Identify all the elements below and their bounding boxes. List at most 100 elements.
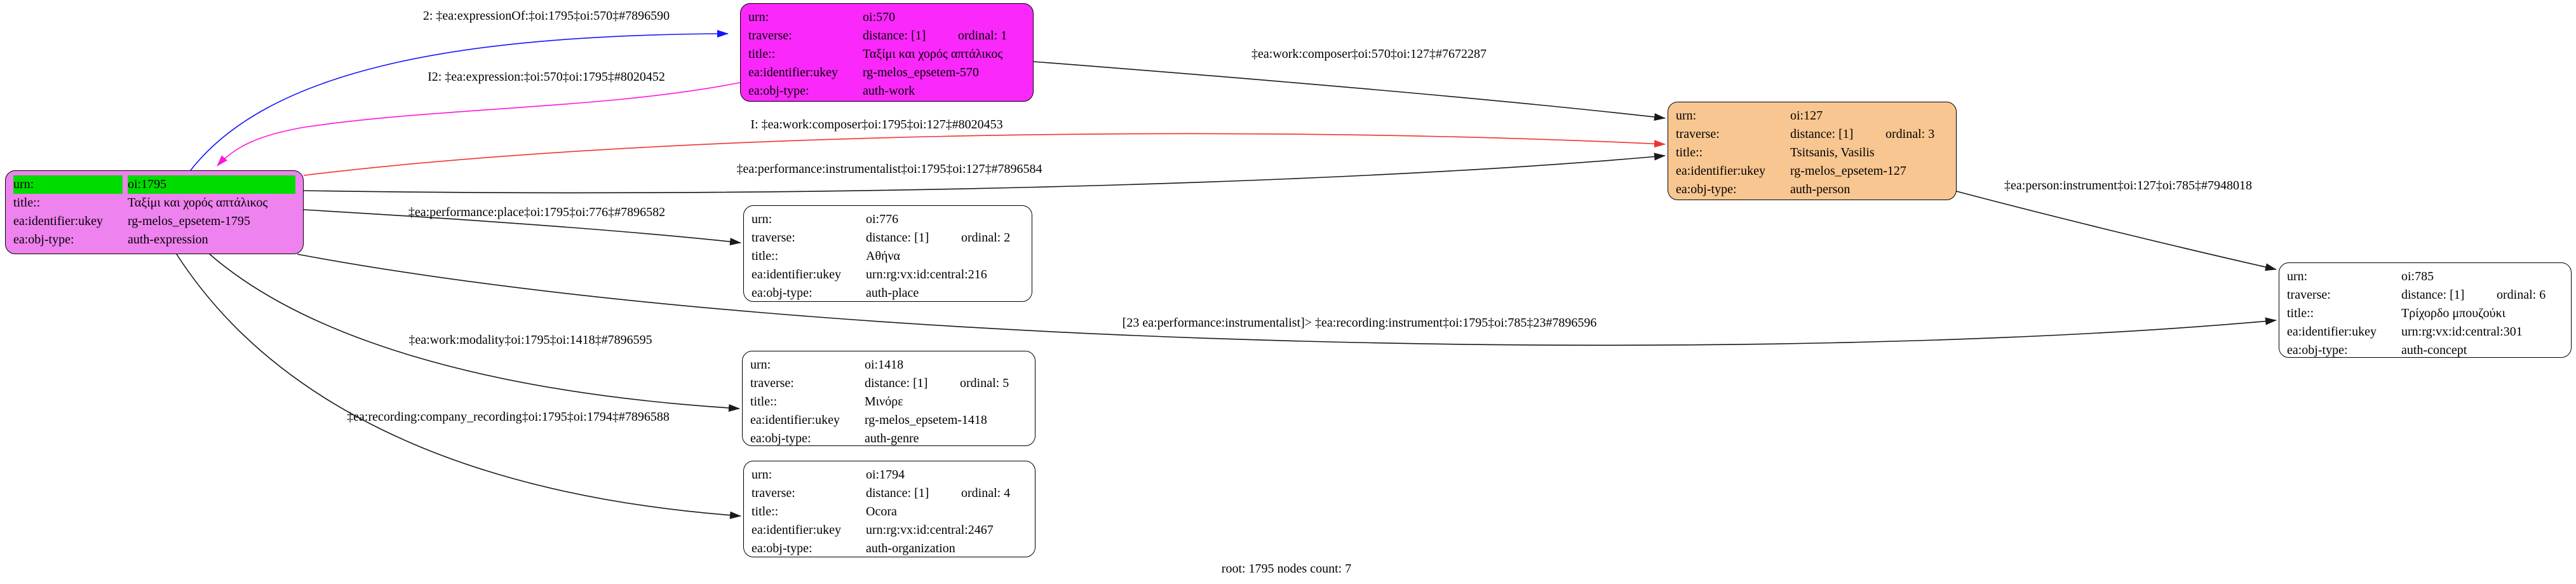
field-key: traverse:: [2287, 288, 2331, 302]
field-value: oi:1794: [866, 468, 905, 482]
field-value: auth-genre: [865, 431, 919, 445]
edge-perf-instrumentalist: [303, 153, 1666, 194]
field-key: ea:obj-type:: [748, 84, 809, 98]
field-key: ea:identifier:ukey: [2287, 325, 2377, 339]
traverse-distance: distance: [1]: [863, 29, 926, 43]
field-key: ea:obj-type:: [13, 233, 74, 247]
field-value: distance: [1] ordinal: 6: [2401, 286, 2563, 304]
field-value: distance: [1] ordinal: 4: [866, 484, 1027, 503]
edge-expression-of: [190, 30, 729, 171]
edge-person-instrument: [1953, 190, 2277, 271]
field-key: ea:identifier:ukey: [748, 65, 839, 79]
edge-label-company-recording: ‡ea:recording:company_recording‡oi:1795‡…: [347, 410, 670, 424]
traverse-ordinal: ordinal: 1: [958, 29, 1008, 43]
edge-label-expression-of: 2: ‡ea:expressionOf:‡oi:1795‡oi:570‡#789…: [422, 9, 670, 23]
traverse-ordinal: ordinal: 3: [1885, 127, 1935, 141]
field-value: urn:rg:vx:id:central:216: [866, 268, 987, 282]
traverse-distance: distance: [1]: [866, 231, 929, 245]
edge-work-composer: [1033, 61, 1666, 121]
field-key: ea:obj-type:: [752, 541, 813, 555]
node-oi-785[interactable]: urn: oi:785 traverse: distance: [1] ordinal:…: [2279, 262, 2572, 358]
edge-label-work-composer-inv: I: ‡ea:work:composer‡oi:1795‡oi:127‡#802…: [750, 118, 1003, 132]
field-value: rg-melos_epsetem-1418: [865, 413, 987, 427]
field-value: auth-person: [1790, 182, 1851, 196]
node-fields: urn: oi:570 traverse: distance: [1] ordinal:…: [748, 8, 1025, 100]
field-value: urn:rg:vx:id:central:2467: [866, 523, 994, 537]
field-value: auth-concept: [2401, 343, 2467, 357]
edge-work-composer-inv: [303, 133, 1666, 176]
field-key: title::: [1676, 146, 1703, 160]
edge-label-perf-instrumentalist: ‡ea:performance:instrumentalist‡oi:1795‡…: [736, 162, 1042, 176]
field-value: auth-work: [863, 84, 915, 98]
field-key: traverse:: [748, 29, 792, 43]
field-key: title::: [752, 249, 779, 263]
edge-label-work-modality: ‡ea:work:modality‡oi:1795‡oi:1418‡#78965…: [408, 333, 652, 347]
field-key: ea:obj-type:: [750, 431, 811, 445]
field-key: ea:obj-type:: [2287, 343, 2348, 357]
field-key: title::: [750, 395, 778, 409]
field-key: traverse:: [752, 231, 795, 245]
field-key: traverse:: [750, 376, 794, 390]
field-key: ea:obj-type:: [1676, 182, 1737, 196]
field-value: distance: [1] ordinal: 3: [1790, 125, 1948, 144]
traverse-distance: distance: [1]: [865, 376, 928, 390]
field-value: auth-expression: [128, 233, 208, 247]
field-key: title::: [748, 47, 776, 61]
edge-label-expression: I2: ‡ea:expression:‡oi:570‡oi:1795‡#8020…: [428, 70, 665, 84]
field-value: auth-organization: [866, 541, 955, 555]
traverse-ordinal: ordinal: 6: [2497, 288, 2546, 302]
field-key: urn:: [13, 175, 123, 194]
field-value: oi:570: [863, 10, 896, 24]
traverse-ordinal: ordinal: 2: [961, 231, 1011, 245]
field-value: Αθήνα: [866, 249, 901, 263]
field-key: ea:identifier:ukey: [752, 523, 842, 537]
field-value: rg-melos_epsetem-127: [1790, 164, 1906, 178]
field-key: ea:identifier:ukey: [750, 413, 840, 427]
field-value: Μινόρε: [865, 395, 903, 409]
edge-label-perf-place: ‡ea:performance:place‡oi:1795‡oi:776‡#78…: [408, 205, 666, 219]
field-value: oi:776: [866, 212, 899, 226]
node-fields: urn: oi:127 traverse: distance: [1] ordinal:…: [1676, 107, 1948, 199]
traverse-ordinal: ordinal: 4: [961, 486, 1011, 500]
field-value: oi:1795: [128, 175, 295, 194]
field-value: Ocora: [866, 505, 897, 519]
graph-footer: root: 1795 nodes count: 7: [1221, 562, 1352, 576]
field-value: Ταξίμι και χορός απτάλικος: [128, 196, 268, 210]
edge-label-work-composer: ‡ea:work:composer‡oi:570‡oi:127‡#7672287: [1251, 47, 1487, 61]
field-key: ea:obj-type:: [752, 286, 813, 300]
edge-company-recording: [176, 254, 741, 519]
field-key: urn:: [2287, 269, 2308, 283]
field-value: distance: [1] ordinal: 2: [866, 229, 1024, 247]
edge-work-modality: [209, 254, 740, 412]
field-key: traverse:: [752, 486, 795, 500]
field-value: oi:785: [2401, 269, 2434, 283]
node-oi-127[interactable]: urn: oi:127 traverse: distance: [1] ordinal:…: [1668, 102, 1957, 200]
traverse-distance: distance: [1]: [866, 486, 929, 500]
field-key: ea:identifier:ukey: [752, 268, 842, 282]
traverse-distance: distance: [1]: [2401, 288, 2465, 302]
field-key: title::: [2287, 306, 2314, 320]
field-value: Tsitsanis, Vasilis: [1790, 146, 1875, 160]
field-key: urn:: [1676, 109, 1697, 123]
field-key: traverse:: [1676, 127, 1720, 141]
field-value: urn:rg:vx:id:central:301: [2401, 325, 2523, 339]
field-value: distance: [1] ordinal: 1: [863, 27, 1025, 45]
node-oi-570[interactable]: urn: oi:570 traverse: distance: [1] ordinal:…: [740, 3, 1034, 102]
field-value: distance: [1] ordinal: 5: [865, 374, 1027, 393]
field-key: urn:: [748, 10, 769, 24]
traverse-distance: distance: [1]: [1790, 127, 1854, 141]
node-fields: urn: oi:785 traverse: distance: [1] ordinal:…: [2287, 268, 2563, 357]
field-value: oi:127: [1790, 109, 1823, 123]
traverse-ordinal: ordinal: 5: [960, 376, 1009, 390]
field-value: oi:1418: [865, 358, 904, 372]
edge-expression: [217, 82, 741, 166]
field-value: rg-melos_epsetem-1795: [128, 214, 250, 228]
